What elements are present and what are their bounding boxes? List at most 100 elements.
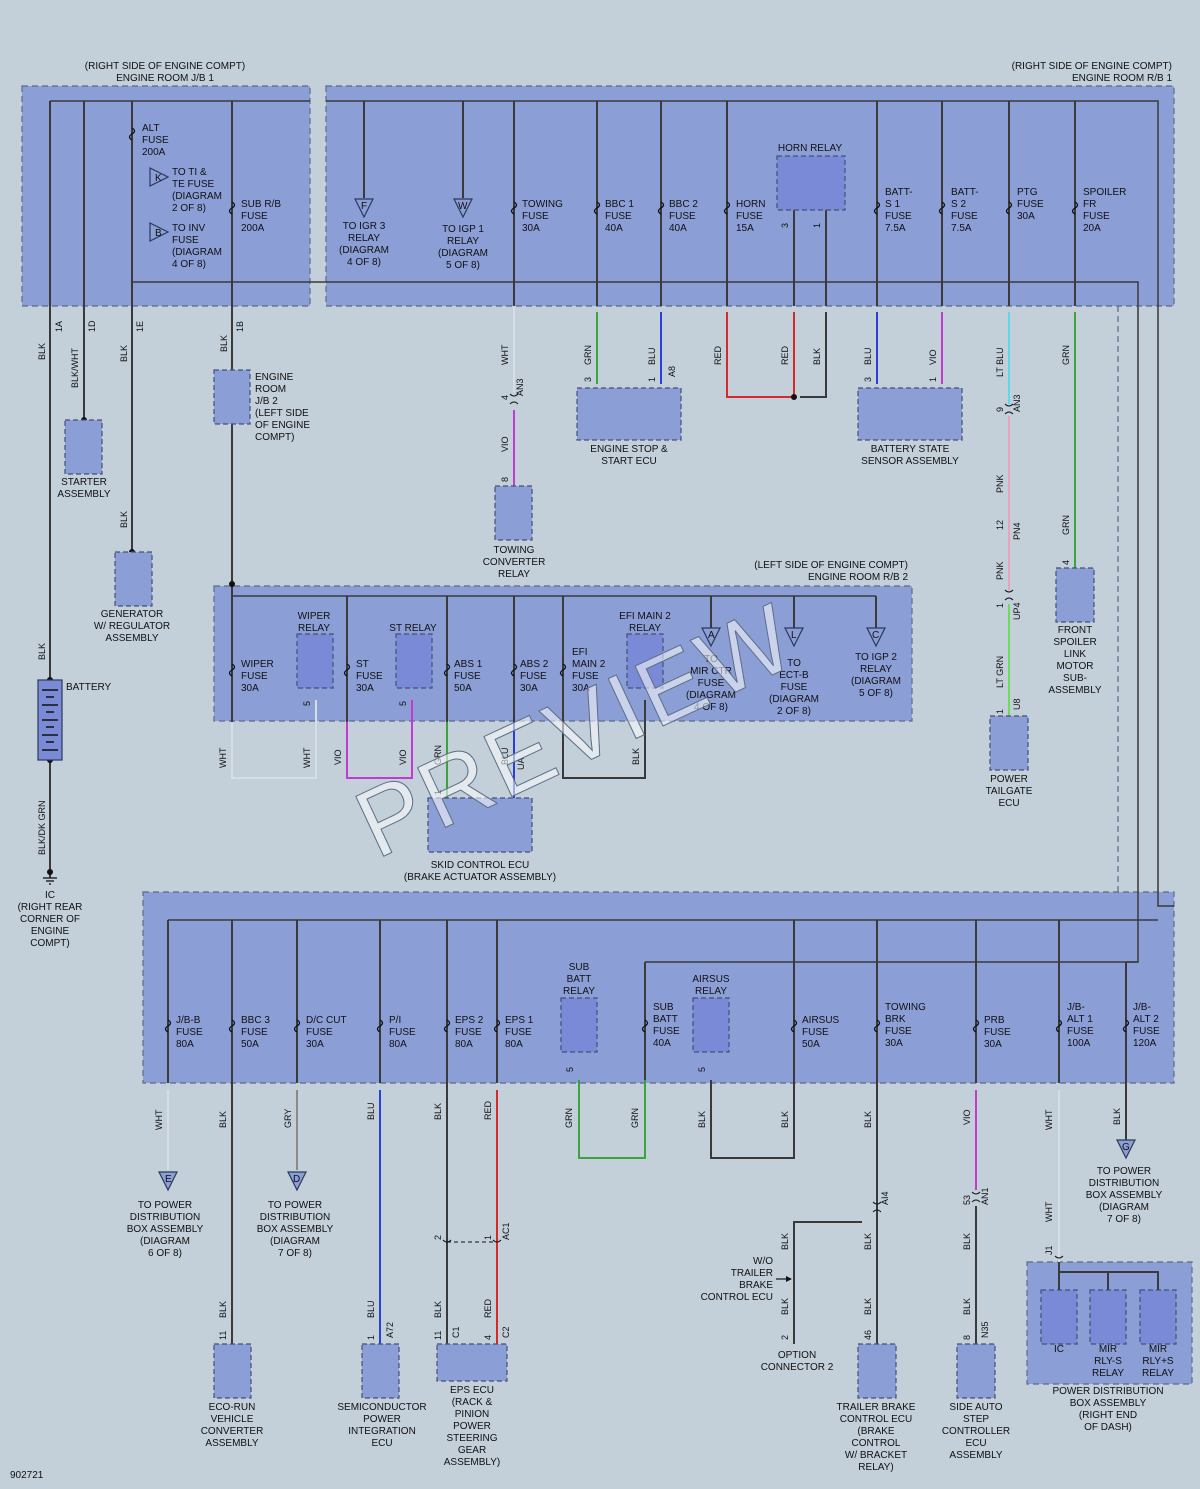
svg-text:BLK: BLK <box>962 1298 972 1315</box>
jb1-location: (RIGHT SIDE OF ENGINE COMPT) <box>85 61 245 72</box>
svg-text:BLK: BLK <box>218 1301 228 1318</box>
offpage-c[interactable] <box>866 627 886 648</box>
svg-text:1: 1 <box>995 603 1005 608</box>
pin-labels: 4 8 3 1 3 1 3 1 9 12 1 1 4 5 5 1 5 5 2 1… <box>218 223 1071 1340</box>
offpage-e[interactable] <box>158 1171 178 1192</box>
svg-text:BLK/DK GRN: BLK/DK GRN <box>37 800 47 855</box>
battery-label: BATTERY <box>66 682 112 693</box>
svg-text:3: 3 <box>863 377 873 382</box>
svg-text:8: 8 <box>500 477 510 482</box>
svg-text:5: 5 <box>302 701 312 706</box>
svg-text:3: 3 <box>583 377 593 382</box>
svg-text:GRN: GRN <box>564 1108 574 1128</box>
rb2-name: ENGINE ROOM R/B 2 <box>808 572 908 583</box>
offpage-a[interactable] <box>701 627 721 648</box>
svg-text:U8: U8 <box>1012 698 1022 710</box>
svg-text:PN4: PN4 <box>1012 522 1022 540</box>
svg-text:BLK: BLK <box>37 343 47 360</box>
svg-text:BLK: BLK <box>433 1103 443 1120</box>
svg-text:WHT: WHT <box>1044 1201 1054 1222</box>
offpage-b[interactable] <box>149 222 170 242</box>
fuse-symbols <box>128 127 1130 1033</box>
svg-text:BLK: BLK <box>119 511 129 528</box>
svg-text:VIO: VIO <box>398 749 408 765</box>
svg-text:RED: RED <box>483 1298 493 1318</box>
horn-relay <box>776 155 846 211</box>
offpage-w[interactable] <box>453 198 473 219</box>
svg-text:VIO: VIO <box>500 436 510 452</box>
offpage-f[interactable] <box>354 198 374 219</box>
svg-text:11: 11 <box>433 1331 443 1340</box>
svg-text:BLK: BLK <box>37 643 47 660</box>
svg-text:5: 5 <box>565 1067 575 1072</box>
svg-text:WHT: WHT <box>500 344 510 365</box>
svg-text:WHT: WHT <box>154 1109 164 1130</box>
svg-text:4: 4 <box>1061 560 1071 565</box>
svg-text:BLK: BLK <box>119 345 129 362</box>
offpage-g[interactable] <box>1116 1139 1136 1160</box>
svg-text:BLU: BLU <box>863 347 873 365</box>
svg-text:BLU: BLU <box>366 1102 376 1120</box>
svg-text:1: 1 <box>647 377 657 382</box>
svg-text:GRN: GRN <box>433 745 443 765</box>
svg-text:WHT: WHT <box>218 747 228 768</box>
svg-text:2: 2 <box>433 1235 443 1240</box>
svg-text:PNK: PNK <box>995 561 1005 580</box>
engine-stop-box <box>576 387 682 441</box>
svg-text:1: 1 <box>366 1335 376 1340</box>
rb2-location: (LEFT SIDE OF ENGINE COMPT) <box>754 560 908 571</box>
svg-text:3: 3 <box>780 223 790 228</box>
connector-marks <box>442 393 1064 1259</box>
svg-text:C2: C2 <box>501 1326 511 1338</box>
svg-text:1: 1 <box>812 223 822 228</box>
box-titles: (RIGHT SIDE OF ENGINE COMPT) ENGINE ROOM… <box>85 61 1173 583</box>
svg-text:BLU: BLU <box>500 747 510 765</box>
svg-text:BLK: BLK <box>780 1111 790 1128</box>
battery-symbol <box>37 679 63 761</box>
svg-text:C1: C1 <box>451 1326 461 1338</box>
offpage-d[interactable] <box>287 1171 307 1192</box>
offpage-l[interactable] <box>784 627 804 648</box>
subbatt-relay <box>560 997 598 1053</box>
offpage-k[interactable] <box>149 167 170 187</box>
generator-box <box>114 551 153 607</box>
towing-conv-box <box>494 485 533 541</box>
airsus-relay <box>692 997 730 1053</box>
svg-text:AN3: AN3 <box>515 378 525 396</box>
ecorun-box <box>213 1343 252 1399</box>
svg-text:AC1: AC1 <box>501 1222 511 1240</box>
svg-text:GRN: GRN <box>583 345 593 365</box>
mir1-box <box>1089 1289 1127 1345</box>
lower-fuse-box <box>142 891 1175 1084</box>
svg-text:F: F <box>361 201 367 212</box>
spoiler-motor-box <box>1055 567 1095 623</box>
svg-text:AN3: AN3 <box>1012 394 1022 412</box>
eps-ecu-box <box>436 1343 508 1382</box>
wiper-relay <box>296 633 334 689</box>
svg-text:BLK: BLK <box>962 1233 972 1250</box>
svg-text:BLK: BLK <box>812 348 822 365</box>
